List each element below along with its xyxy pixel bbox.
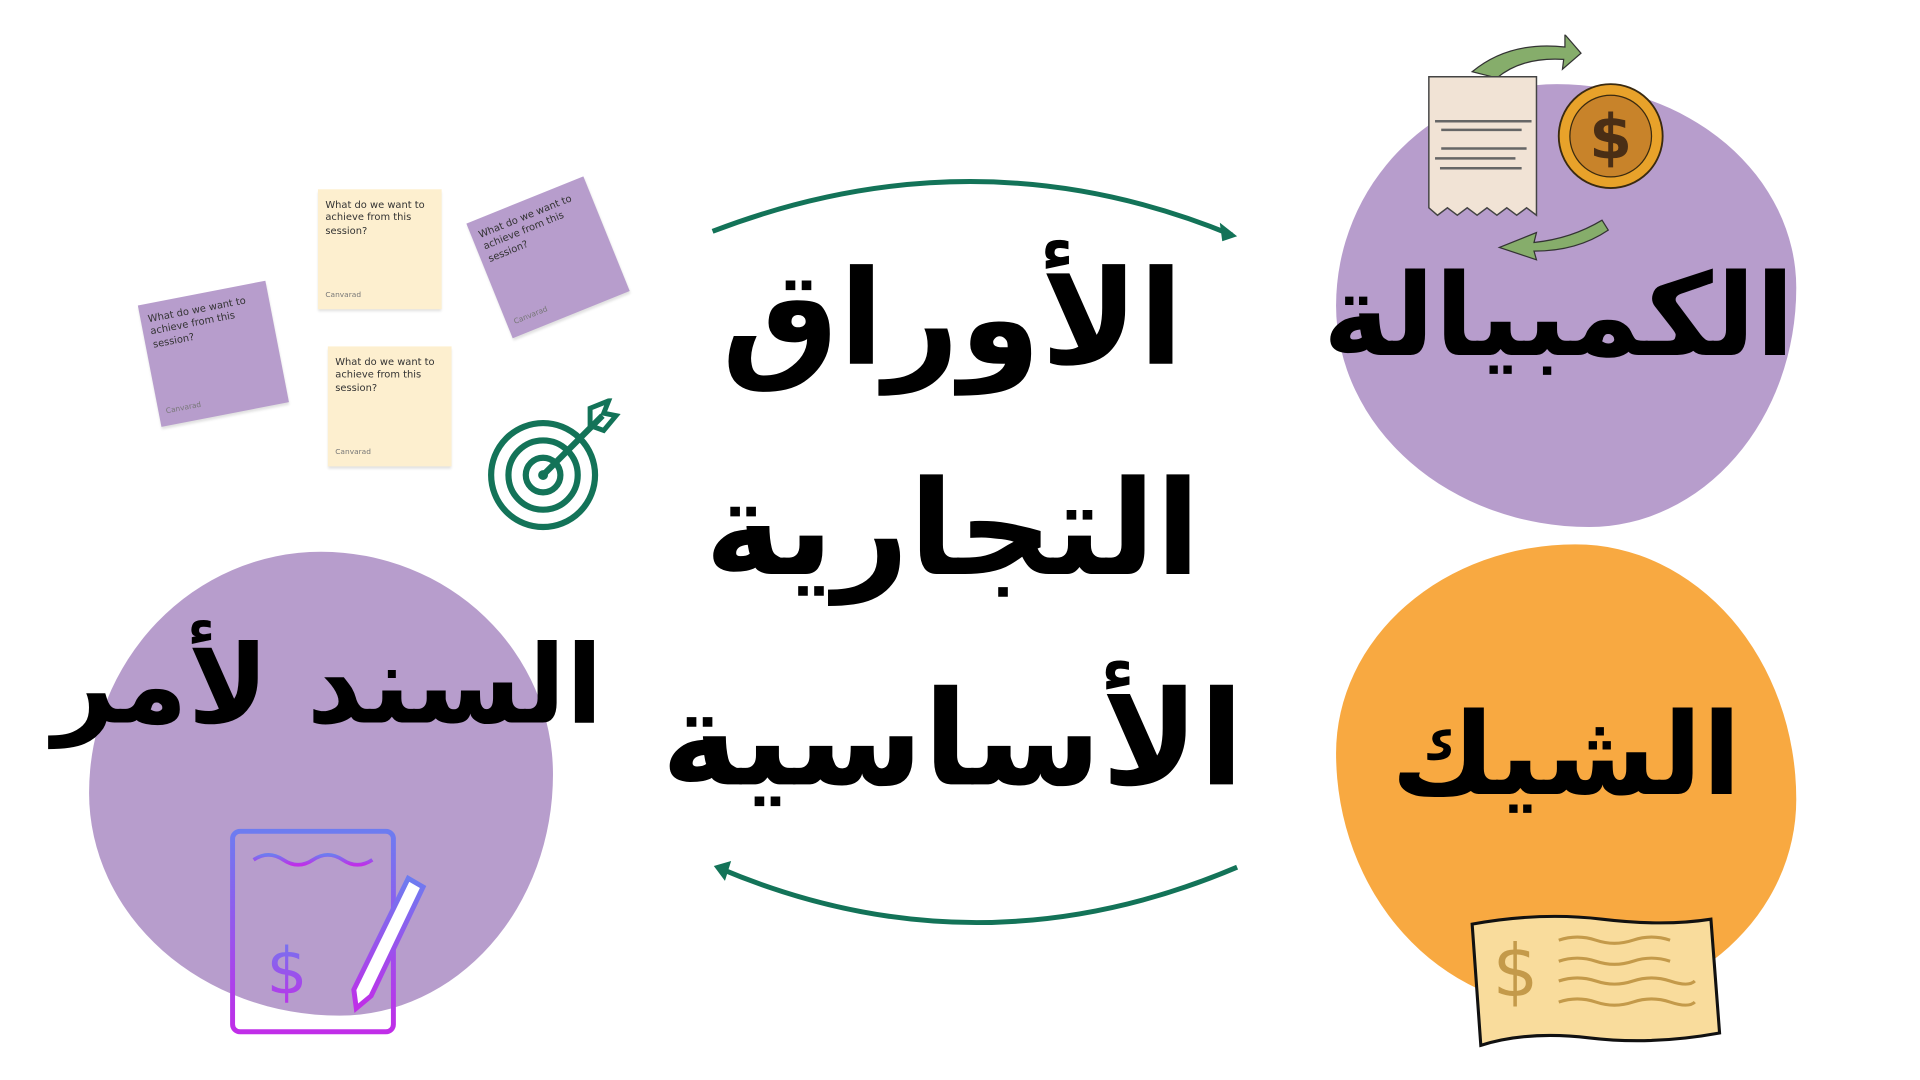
svg-text:$: $ <box>1589 101 1632 173</box>
label-cheque: الشيك <box>1391 689 1742 822</box>
cheque-icon: $ <box>1470 914 1722 1048</box>
sticky-note-brand: Canvarad <box>165 400 202 417</box>
target-icon <box>488 398 621 531</box>
title-line-1: الأوراق <box>721 242 1184 395</box>
sticky-note-text: What do we want to achieve from this ses… <box>325 199 425 237</box>
svg-text:$: $ <box>1493 929 1539 1013</box>
sticky-note-brand: Canvarad <box>335 448 371 457</box>
title-line-2: التجارية <box>704 452 1201 605</box>
sticky-note-brand: Canvarad <box>512 305 550 327</box>
bottom-arrow <box>719 864 1239 926</box>
top-arrow-head <box>1219 222 1238 242</box>
sticky-note-text: What do we want to achieve from this ses… <box>335 356 435 394</box>
sticky-note[interactable]: What do we want to achieve from this ses… <box>317 189 442 310</box>
sticky-note[interactable]: What do we want to achieve from this ses… <box>327 346 452 467</box>
label-promissory-note: السند لأمر <box>52 621 604 749</box>
sticky-note-brand: Canvarad <box>325 290 362 300</box>
bill-exchange-icon: $ <box>1428 34 1664 261</box>
promissory-note-icon: $ <box>230 828 427 1035</box>
svg-text:$: $ <box>267 934 308 1009</box>
title-line-3: الأساسية <box>661 663 1244 816</box>
sticky-note[interactable]: What do we want to achieve from this ses… <box>137 280 289 427</box>
purple-blob-bottom-left <box>89 551 553 1016</box>
bottom-arrow-head <box>713 861 732 881</box>
sticky-note-text: What do we want to achieve from this ses… <box>147 294 247 350</box>
top-arrow <box>711 179 1234 238</box>
label-bill-of-exchange: الكمبيالة <box>1322 249 1795 383</box>
